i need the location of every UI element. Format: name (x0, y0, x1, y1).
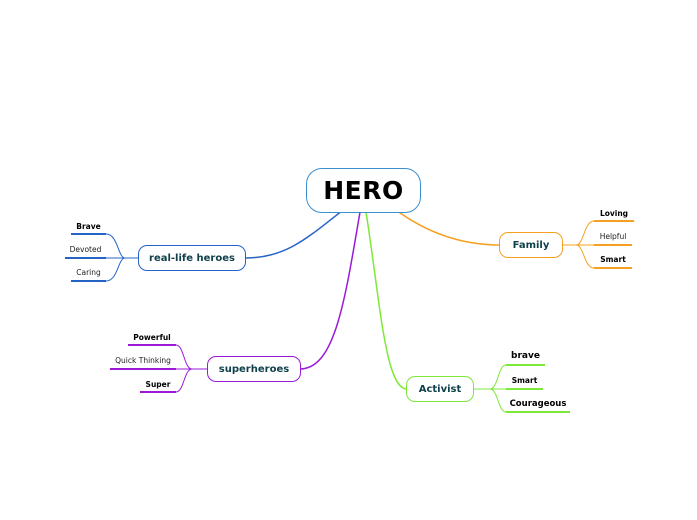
branch-superheroes[interactable]: superheroes (207, 356, 301, 382)
leaf-courageous[interactable]: Courageous (509, 399, 567, 409)
leaf-brave[interactable]: Brave (76, 222, 101, 231)
branch-activist[interactable]: Activist (406, 376, 474, 402)
leaf-quick-thinking[interactable]: Quick Thinking (115, 356, 171, 365)
leaf-caring[interactable]: Caring (76, 268, 101, 277)
leaf-loving[interactable]: Loving (599, 209, 629, 218)
leaf-smart[interactable]: Smart (600, 255, 626, 264)
leaf-smart-activist[interactable]: Smart (511, 376, 538, 385)
leaf-helpful[interactable]: Helpful (599, 232, 627, 241)
root-topic-hero[interactable]: HERO (306, 168, 421, 213)
leaf-devoted[interactable]: Devoted (69, 245, 102, 254)
branch-real-life-heroes[interactable]: real-life heroes (138, 245, 246, 271)
connector-real-life-heroes (244, 209, 344, 259)
leaf-powerful[interactable]: Powerful (133, 333, 171, 342)
connector-family (395, 209, 501, 246)
branch-family[interactable]: Family (499, 232, 563, 258)
connector-superheroes (299, 211, 361, 370)
leaf-super[interactable]: Super (145, 380, 171, 389)
leaf-brave-activist[interactable]: brave (511, 351, 540, 361)
connector-activist (365, 211, 408, 390)
